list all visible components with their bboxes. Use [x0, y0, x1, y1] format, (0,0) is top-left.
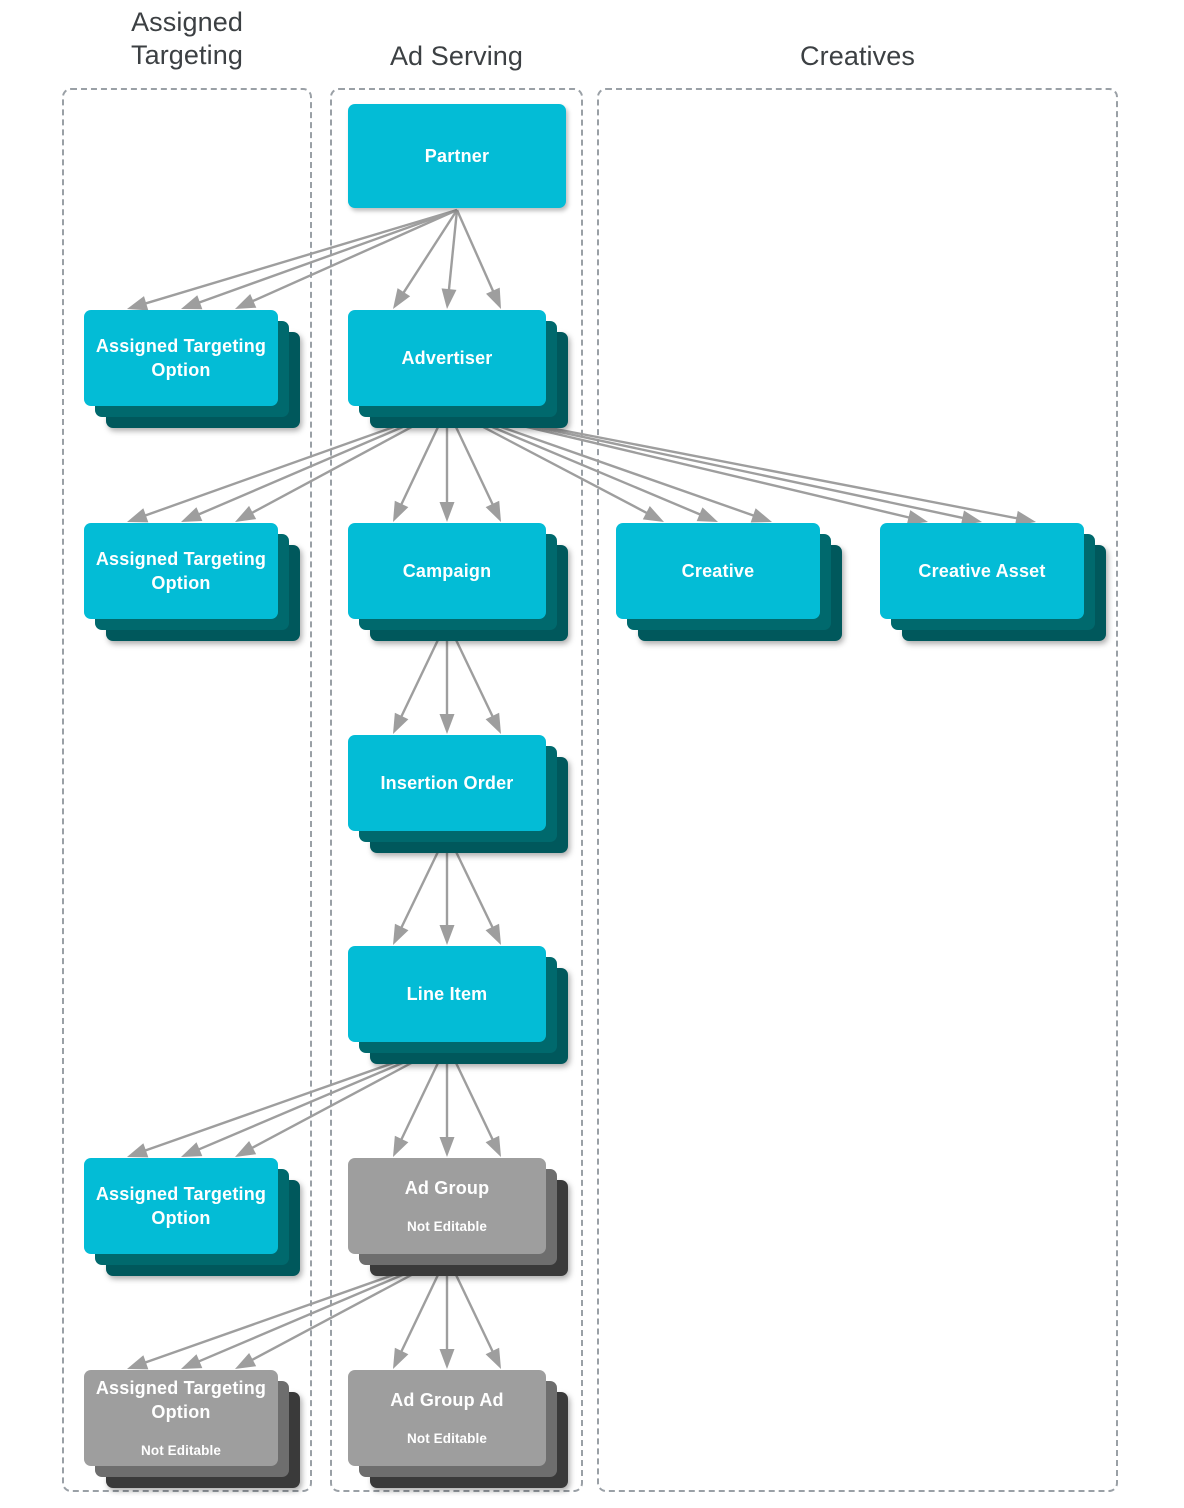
node-title: Assigned Targeting Option [95, 1378, 267, 1422]
node-assigned-targeting-option-advertiser[interactable]: Assigned Targeting Option [84, 523, 302, 643]
node-subtitle: Not Editable [407, 1219, 487, 1234]
node-title: Insertion Order [380, 773, 514, 793]
node-title: Ad Group [404, 1178, 490, 1198]
node-title: Ad Group Ad [390, 1390, 504, 1410]
column-header-creatives: Creatives [597, 40, 1118, 73]
node-title: Assigned Targeting Option [95, 336, 267, 380]
node-face[interactable]: Ad Group Ad Not Editable [348, 1370, 546, 1466]
column-header-line: Ad Serving [389, 41, 524, 71]
column-header-line: Targeting [131, 40, 243, 70]
node-title: Creative [681, 561, 755, 581]
node-line-item[interactable]: Line Item [348, 946, 570, 1066]
column-header-line: Creatives [800, 41, 915, 71]
node-face[interactable]: Assigned Targeting Option [84, 310, 278, 406]
node-subtitle: Not Editable [407, 1431, 487, 1446]
node-face[interactable]: Assigned Targeting Option [84, 1158, 278, 1254]
group-box-creatives [597, 88, 1118, 1492]
node-face[interactable]: Advertiser [348, 310, 546, 406]
node-assigned-targeting-option-partner[interactable]: Assigned Targeting Option [84, 310, 302, 430]
node-face[interactable]: Creative [616, 523, 820, 619]
group-box-ad-serving [330, 88, 583, 1492]
node-title: Campaign [402, 561, 492, 581]
node-creative[interactable]: Creative [616, 523, 844, 643]
node-campaign[interactable]: Campaign [348, 523, 570, 643]
node-insertion-order[interactable]: Insertion Order [348, 735, 570, 855]
node-face[interactable]: Creative Asset [880, 523, 1084, 619]
node-title: Advertiser [401, 348, 493, 368]
node-face[interactable]: Partner [348, 104, 566, 208]
node-creative-asset[interactable]: Creative Asset [880, 523, 1108, 643]
node-assigned-targeting-option-line-item[interactable]: Assigned Targeting Option [84, 1158, 302, 1278]
node-advertiser[interactable]: Advertiser [348, 310, 570, 430]
node-title: Creative Asset [918, 561, 1046, 581]
node-partner[interactable]: Partner [348, 104, 590, 232]
node-face[interactable]: Line Item [348, 946, 546, 1042]
node-face[interactable]: Insertion Order [348, 735, 546, 831]
node-title: Assigned Targeting Option [95, 1184, 267, 1228]
node-face[interactable]: Assigned Targeting Option [84, 523, 278, 619]
node-title: Assigned Targeting Option [95, 549, 267, 593]
node-title: Partner [424, 146, 490, 166]
node-ad-group-ad[interactable]: Ad Group Ad Not Editable [348, 1370, 570, 1490]
node-title: Line Item [406, 984, 488, 1004]
node-subtitle: Not Editable [141, 1443, 221, 1458]
column-header-line: Assigned [131, 7, 243, 37]
column-header-ad-serving: Ad Serving [330, 40, 583, 73]
node-face[interactable]: Campaign [348, 523, 546, 619]
group-box-assigned-targeting [62, 88, 312, 1492]
